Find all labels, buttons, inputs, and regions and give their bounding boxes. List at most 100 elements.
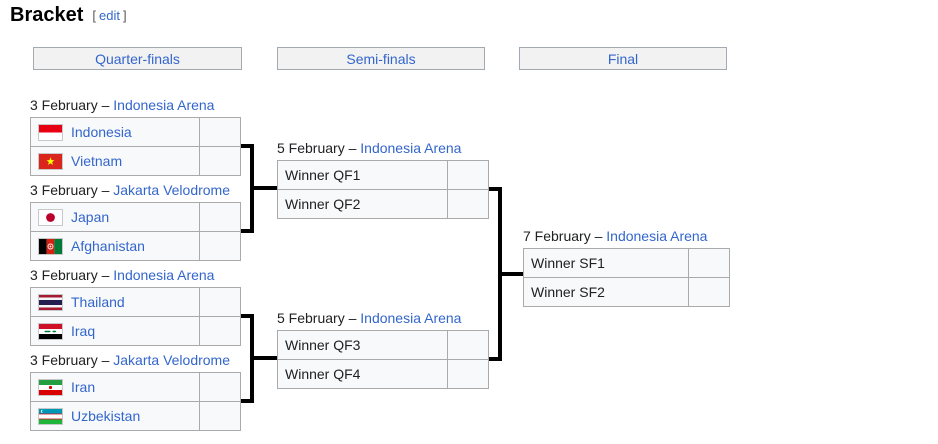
- round-link-quarter-finals[interactable]: Quarter-finals: [95, 50, 180, 67]
- flag-thailand-icon: [38, 293, 63, 311]
- match-date-text: 3 February –: [30, 182, 114, 198]
- flag-vietnam-icon: [38, 152, 63, 170]
- team-cell: Japan: [31, 203, 199, 231]
- match-qf4: 3 February – Jakarta Velodrome Iran Uzbe…: [30, 352, 241, 431]
- match-date-text: 3 February –: [30, 267, 114, 283]
- section-heading: Bracket [ edit ]: [10, 4, 127, 27]
- team-row: Vietnam: [31, 146, 240, 175]
- flag-iran-icon: [38, 378, 63, 396]
- score-cell: [199, 118, 240, 146]
- round-link-final[interactable]: Final: [607, 50, 639, 67]
- match-date: 7 February – Indonesia Arena: [523, 228, 730, 248]
- match-box: Japan Afghanistan: [30, 202, 241, 261]
- connector-line: [500, 272, 523, 276]
- edit-section: [ edit ]: [92, 8, 126, 23]
- team-link[interactable]: Afghanistan: [71, 238, 145, 254]
- team-row: Uzbekistan: [31, 401, 240, 430]
- score-cell: [688, 278, 729, 306]
- venue-link[interactable]: Indonesia Arena: [113, 97, 215, 113]
- team-placeholder: Winner QF3: [285, 337, 361, 353]
- edit-bracket-open: [: [92, 8, 97, 23]
- edit-link[interactable]: edit: [99, 8, 120, 23]
- match-date-text: 5 February –: [277, 140, 361, 156]
- team-placeholder: Winner QF1: [285, 167, 361, 183]
- team-cell: Iran: [31, 373, 199, 401]
- flag-japan-icon: [38, 208, 63, 226]
- score-cell: [447, 190, 488, 218]
- team-cell: Winner QF4: [278, 360, 447, 388]
- venue-link[interactable]: Indonesia Arena: [360, 310, 462, 326]
- team-placeholder: Winner SF1: [531, 255, 605, 271]
- match-box: Winner QF3 Winner QF4: [277, 330, 489, 389]
- match-date-text: 3 February –: [30, 352, 114, 368]
- team-cell: Winner QF2: [278, 190, 447, 218]
- team-cell: Winner SF2: [524, 278, 688, 306]
- match-date: 3 February – Indonesia Arena: [30, 97, 241, 117]
- team-link[interactable]: Thailand: [71, 294, 125, 310]
- score-cell: [199, 288, 240, 316]
- team-link[interactable]: Uzbekistan: [71, 408, 141, 424]
- team-row: Winner QF2: [278, 189, 488, 218]
- team-row: Winner SF1: [524, 249, 729, 277]
- score-cell: [199, 147, 240, 175]
- match-date-text: 5 February –: [277, 310, 361, 326]
- team-link[interactable]: Iran: [71, 379, 96, 395]
- team-link[interactable]: Indonesia: [71, 124, 132, 140]
- team-row: Thailand: [31, 288, 240, 316]
- match-box: Winner QF1 Winner QF2: [277, 160, 489, 219]
- match-date: 5 February – Indonesia Arena: [277, 310, 489, 330]
- score-cell: [199, 317, 240, 345]
- score-cell: [199, 232, 240, 260]
- score-cell: [447, 331, 488, 359]
- team-placeholder: Winner SF2: [531, 284, 605, 300]
- flag-uzbekistan-icon: [38, 407, 63, 425]
- match-qf1: 3 February – Indonesia Arena Indonesia V…: [30, 97, 241, 176]
- venue-link[interactable]: Jakarta Velodrome: [113, 182, 230, 198]
- connector-line: [489, 187, 502, 191]
- team-cell: Vietnam: [31, 147, 199, 175]
- round-link-semi-finals[interactable]: Semi-finals: [346, 50, 416, 67]
- match-box: Thailand Iraq: [30, 287, 241, 346]
- team-row: Winner QF1: [278, 161, 488, 189]
- venue-link[interactable]: Indonesia Arena: [606, 228, 708, 244]
- connector-line: [489, 357, 502, 361]
- connector-line: [241, 399, 254, 403]
- match-date: 5 February – Indonesia Arena: [277, 140, 489, 160]
- team-row: Indonesia: [31, 118, 240, 146]
- match-date-text: 7 February –: [523, 228, 607, 244]
- score-cell: [199, 203, 240, 231]
- match-box: Indonesia Vietnam: [30, 117, 241, 176]
- venue-link[interactable]: Indonesia Arena: [113, 267, 215, 283]
- match-date: 3 February – Jakarta Velodrome: [30, 182, 241, 202]
- score-cell: [688, 249, 729, 277]
- round-header-quarter-finals: Quarter-finals: [33, 47, 242, 70]
- team-cell: Indonesia: [31, 118, 199, 146]
- connector-line: [241, 144, 254, 148]
- team-cell: Uzbekistan: [31, 402, 199, 430]
- team-cell: Winner QF1: [278, 161, 447, 189]
- team-row: Iran: [31, 373, 240, 401]
- venue-link[interactable]: Jakarta Velodrome: [113, 352, 230, 368]
- team-cell: Afghanistan: [31, 232, 199, 260]
- team-row: Iraq: [31, 316, 240, 345]
- team-cell: Iraq: [31, 317, 199, 345]
- score-cell: [447, 360, 488, 388]
- team-link[interactable]: Iraq: [71, 323, 96, 339]
- team-cell: Winner QF3: [278, 331, 447, 359]
- team-row: Afghanistan: [31, 231, 240, 260]
- flag-indonesia-icon: [38, 123, 63, 141]
- team-link[interactable]: Japan: [71, 209, 110, 225]
- team-row: Winner SF2: [524, 277, 729, 306]
- venue-link[interactable]: Indonesia Arena: [360, 140, 462, 156]
- match-sf1: 5 February – Indonesia Arena Winner QF1 …: [277, 140, 489, 219]
- match-date: 3 February – Indonesia Arena: [30, 267, 241, 287]
- flag-iraq-icon: [38, 322, 63, 340]
- connector-line: [252, 356, 277, 360]
- round-header-final: Final: [519, 47, 727, 70]
- match-qf2: 3 February – Jakarta Velodrome Japan Afg…: [30, 182, 241, 261]
- team-cell: Winner SF1: [524, 249, 688, 277]
- score-cell: [199, 402, 240, 430]
- team-row: Winner QF3: [278, 331, 488, 359]
- team-link[interactable]: Vietnam: [71, 153, 123, 169]
- flag-afghanistan-icon: [38, 237, 63, 255]
